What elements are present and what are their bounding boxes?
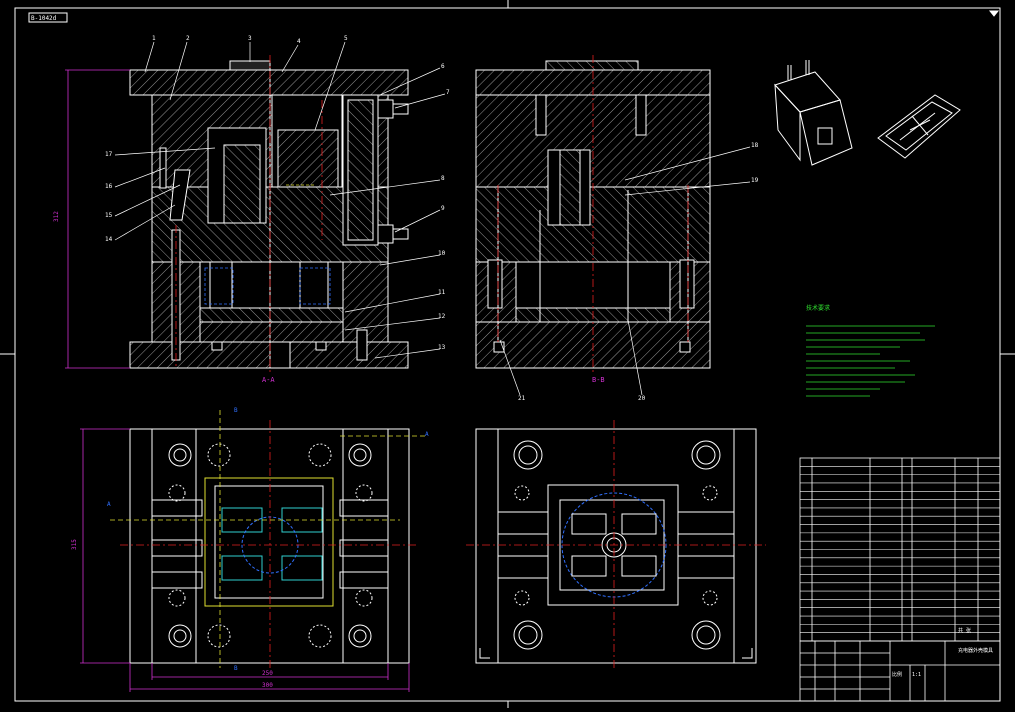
section-mark-b-top: B — [234, 407, 238, 414]
plan-view-fixed-centerlines — [466, 420, 766, 670]
section-bb-label: B-B — [592, 376, 605, 384]
section-aa-centerlines — [175, 55, 323, 372]
plan-view-fixed-half — [475, 428, 757, 664]
callout-16: 16 — [105, 183, 113, 190]
callout-8: 8 — [441, 175, 445, 182]
sheet-count: 共 张 — [958, 627, 971, 634]
callout-18: 18 — [751, 142, 759, 149]
dimension-height-text: 312 — [53, 211, 60, 222]
scale-value: 1:1 — [912, 672, 921, 678]
section-aa-hidden-lines — [204, 184, 331, 305]
callout-numbers: 1 2 3 4 5 6 7 8 9 10 11 12 13 14 15 16 1… — [105, 35, 759, 402]
section-aa-view — [129, 60, 409, 369]
callout-2: 2 — [186, 35, 190, 42]
plan-view-holes — [168, 443, 373, 648]
section-aa-label: A-A — [262, 376, 275, 384]
product-charger-sketch — [774, 60, 853, 166]
callout-15: 15 — [105, 212, 113, 219]
callout-3: 3 — [248, 35, 252, 42]
dimension-height — [65, 69, 130, 369]
callout-9: 9 — [441, 205, 445, 212]
callout-19: 19 — [751, 177, 759, 184]
title-block — [799, 640, 1001, 702]
product-cover-sketch — [877, 94, 961, 159]
drawing-number-box — [28, 12, 68, 23]
technical-notes: 技术要求 — [806, 304, 935, 397]
dimension-plan-height-text: 315 — [71, 539, 78, 550]
callout-7: 7 — [446, 89, 450, 96]
callout-5: 5 — [344, 35, 348, 42]
callout-21: 21 — [518, 395, 526, 402]
plan-view-section-marks: B B A A — [107, 407, 429, 672]
parts-list-rows — [800, 466, 1000, 633]
plan-view-centerlines — [120, 420, 418, 670]
drawing-name: 充电器外壳模具 — [958, 647, 993, 654]
section-mark-b-bottom: B — [234, 665, 238, 672]
callout-13: 13 — [438, 344, 446, 351]
callout-10: 10 — [438, 250, 446, 257]
callout-20: 20 — [638, 395, 646, 402]
section-mark-a-left: A — [107, 501, 111, 508]
section-bb-centerlines — [497, 55, 689, 372]
scale-label: 比例 — [892, 671, 902, 678]
plan-view-section-lines — [110, 410, 425, 668]
dimension-inner-width-text: 250 — [262, 670, 273, 677]
callout-14: 14 — [105, 236, 113, 243]
callout-17: 17 — [105, 151, 113, 158]
callout-1: 1 — [152, 35, 156, 42]
callout-11: 11 — [438, 289, 446, 296]
section-mark-a-right: A — [425, 431, 429, 438]
callout-12: 12 — [438, 313, 446, 320]
drawing-number: B-1042d — [31, 15, 57, 22]
notes-title: 技术要求 — [806, 304, 830, 312]
dimension-outer-width-text: 300 — [262, 682, 273, 689]
callout-leaders — [114, 41, 751, 396]
callout-4: 4 — [297, 38, 301, 45]
callout-6: 6 — [441, 63, 445, 70]
plan-view-dimensions — [80, 428, 410, 692]
